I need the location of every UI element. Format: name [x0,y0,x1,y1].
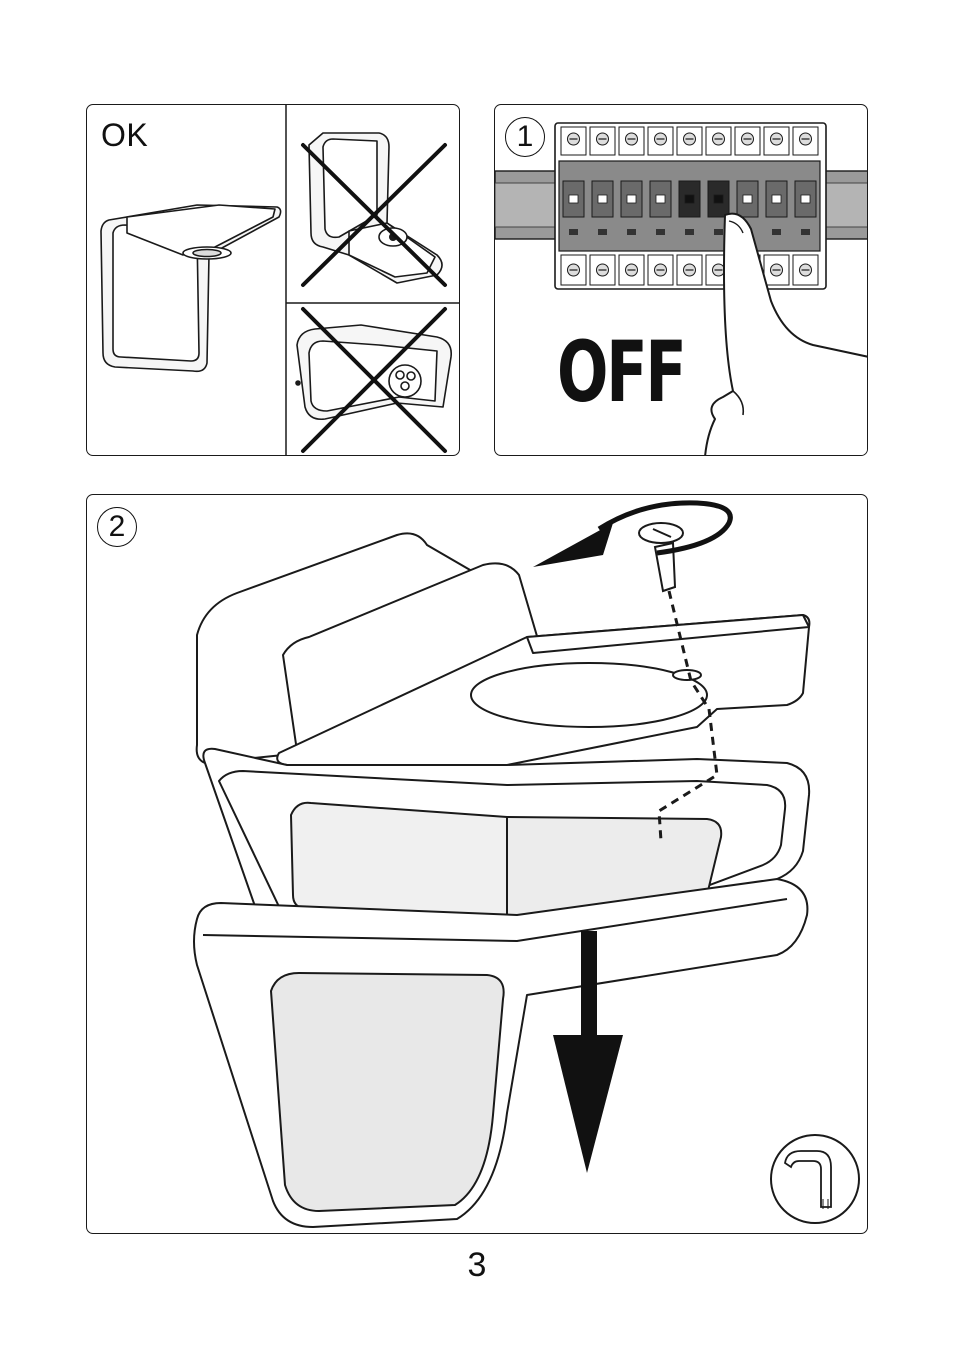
step2-panel: 2 [86,494,868,1234]
top-cover-opening [471,663,707,727]
ok-label: OK [101,117,148,154]
rotate-counterclockwise-arrow-icon [533,503,730,567]
orientation-panel: OK [86,104,460,456]
page-number: 3 [0,1246,954,1285]
breaker-row [555,123,826,289]
allen-key-icon [771,1135,859,1223]
step1-panel: 1 OFF [494,104,868,456]
screw-hole [673,670,701,680]
step-number-badge: 2 [97,507,137,547]
step-number-badge: 1 [505,117,545,157]
orientation-illustration [87,105,460,456]
lamp-correct-orientation [101,205,281,371]
lamp-disassembly-illustration [87,495,868,1234]
off-label: OFF [557,323,685,421]
lamp-wrong-orientation-2 [296,325,451,419]
screw-icon [639,523,683,591]
